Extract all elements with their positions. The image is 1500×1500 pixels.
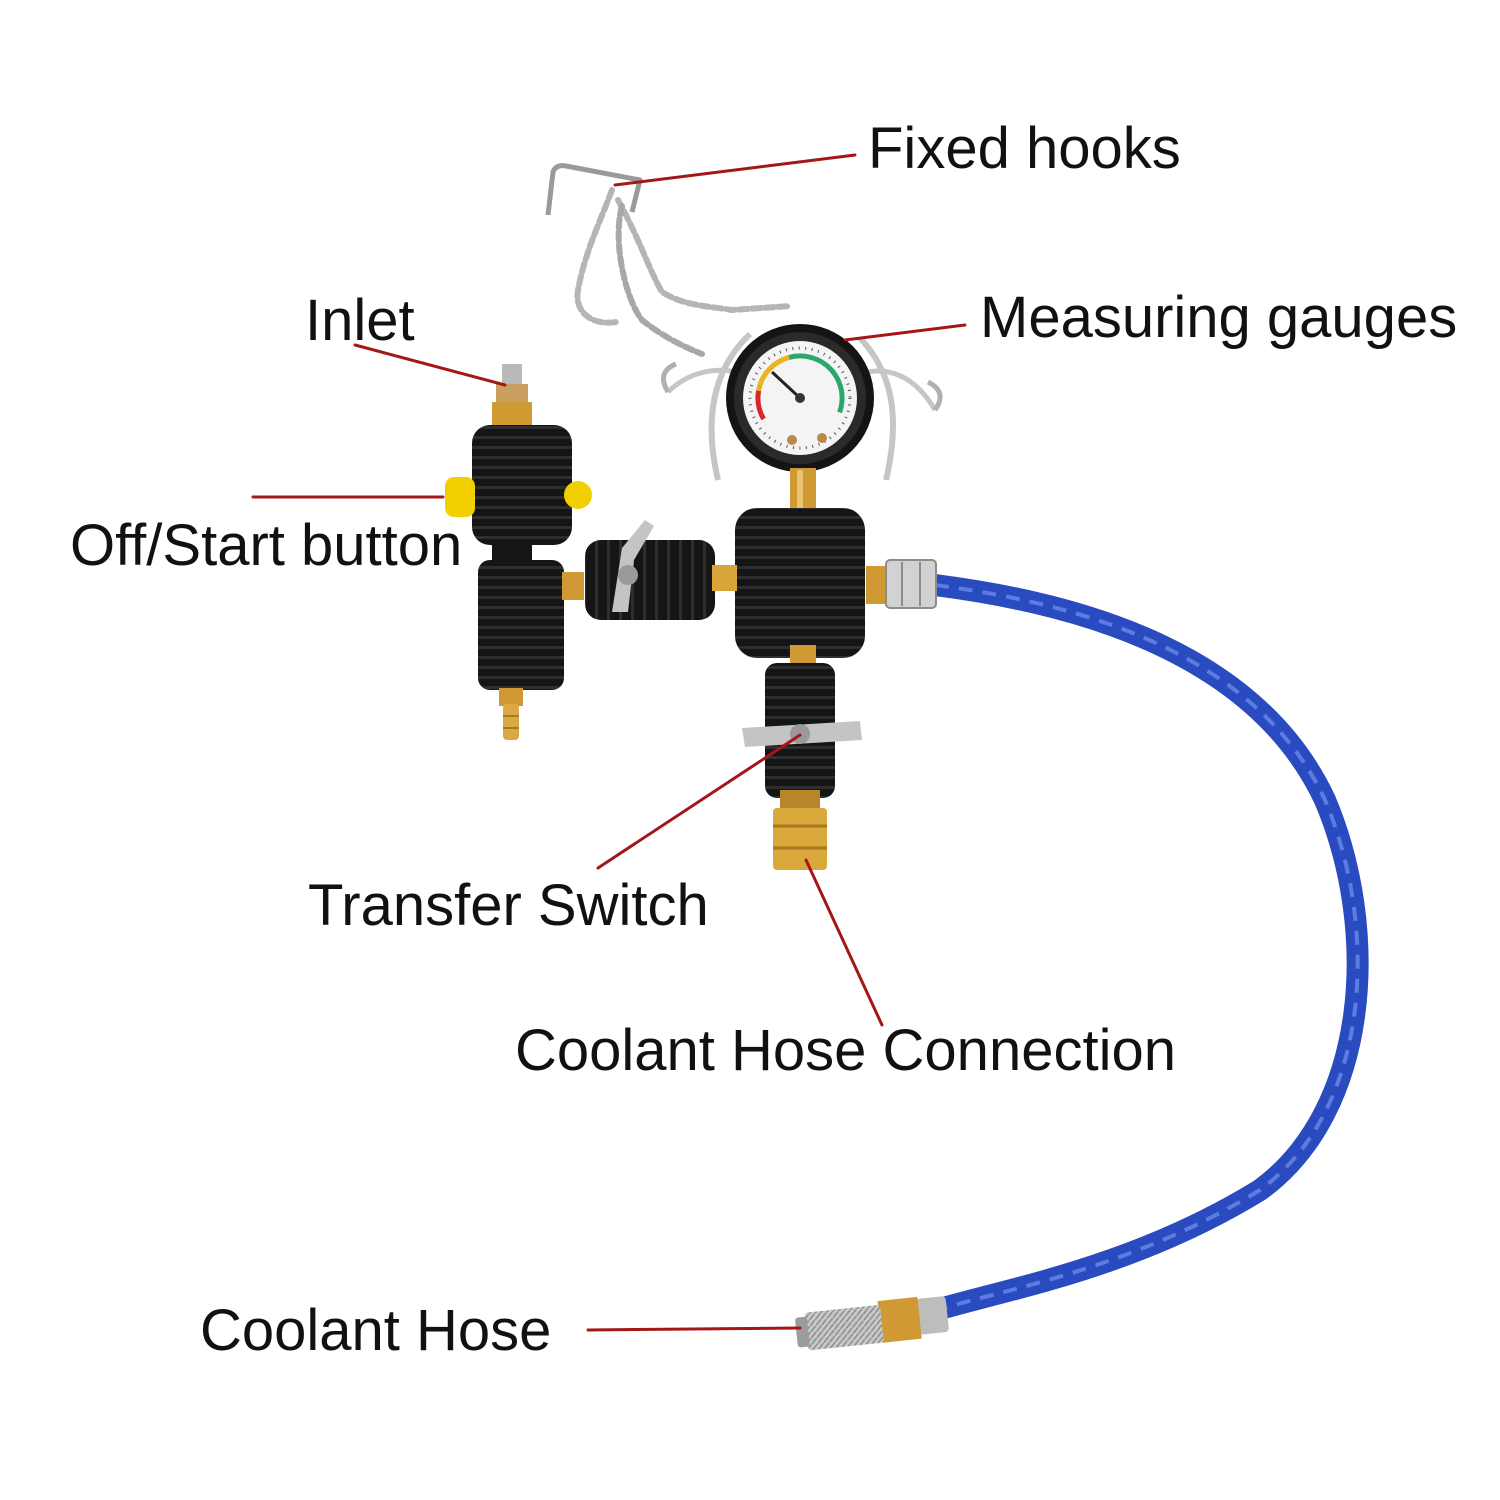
lower-left-body xyxy=(478,560,564,690)
label-coolant-hose-connection: Coolant Hose Connection xyxy=(515,1018,1176,1083)
gauge-needle-cap xyxy=(795,393,805,403)
off-start-valve-body xyxy=(472,425,572,545)
gauge-screw xyxy=(787,435,797,445)
hose-fitting-collar xyxy=(866,566,888,604)
leader-fixed-hooks xyxy=(613,153,857,187)
lower-connector xyxy=(790,645,816,667)
coolant-hose-connection-fitting xyxy=(773,808,827,870)
chain-strand xyxy=(615,197,793,314)
brass-pipe xyxy=(712,565,737,591)
coupling-sleeve xyxy=(804,1305,884,1351)
coupling-brass-nut xyxy=(877,1296,922,1343)
gauge-needle xyxy=(770,370,802,400)
side-connector xyxy=(562,572,584,600)
quick-connector-nut xyxy=(780,790,820,810)
bracket-hook-left xyxy=(661,361,678,394)
off-start-button xyxy=(445,477,475,517)
chain xyxy=(574,187,793,357)
leader-coolant-hose xyxy=(586,1326,802,1332)
hose-ferrule xyxy=(915,1296,949,1335)
measuring-gauge xyxy=(726,324,874,472)
label-fixed-hooks: Fixed hooks xyxy=(868,116,1181,181)
leader-transfer-switch xyxy=(596,733,802,870)
leader-coolant-hose-connection xyxy=(804,858,884,1027)
label-inlet: Inlet xyxy=(305,288,415,353)
chain-strand xyxy=(574,187,619,326)
coupling-front-ring xyxy=(795,1316,810,1348)
bracket-right-rail xyxy=(857,335,897,481)
gauge-ticks xyxy=(748,346,852,450)
outlet-nipple xyxy=(503,704,519,740)
outlet-nipple-base xyxy=(499,688,523,706)
gauge-bracket xyxy=(661,331,943,481)
label-measuring-gauges: Measuring gauges xyxy=(980,285,1457,350)
label-off-start-button: Off/Start button xyxy=(70,513,462,578)
hose-fitting-hex xyxy=(885,559,937,609)
label-transfer-switch: Transfer Switch xyxy=(308,873,709,938)
label-coolant-hose: Coolant Hose xyxy=(200,1298,551,1363)
gauge-zone-red xyxy=(755,390,766,421)
leader-measuring-gauges xyxy=(843,323,967,342)
middle-valve-knob xyxy=(618,565,638,585)
central-valve-body xyxy=(735,508,865,658)
hose-end-coupling xyxy=(795,1296,949,1351)
bracket-left-rail xyxy=(708,331,753,481)
chain-strand xyxy=(615,203,705,357)
inlet-base xyxy=(492,402,532,428)
bracket-hook-right xyxy=(926,379,943,412)
coolant-hose-highlight xyxy=(929,583,1360,1314)
middle-valve-body xyxy=(585,540,715,620)
gauge-stem-highlight xyxy=(797,470,803,510)
leader-inlet xyxy=(353,343,507,387)
inlet-fitting xyxy=(496,384,528,404)
gauge-zone-green xyxy=(788,353,845,414)
off-start-button-rear xyxy=(564,481,592,509)
coolant-hose xyxy=(926,574,1369,1323)
gauge-screw xyxy=(817,433,827,443)
middle-valve-lever xyxy=(612,520,654,612)
gauge-zone-yellow xyxy=(756,354,790,392)
inlet-tip xyxy=(502,364,522,386)
fixed-hook xyxy=(545,163,643,216)
